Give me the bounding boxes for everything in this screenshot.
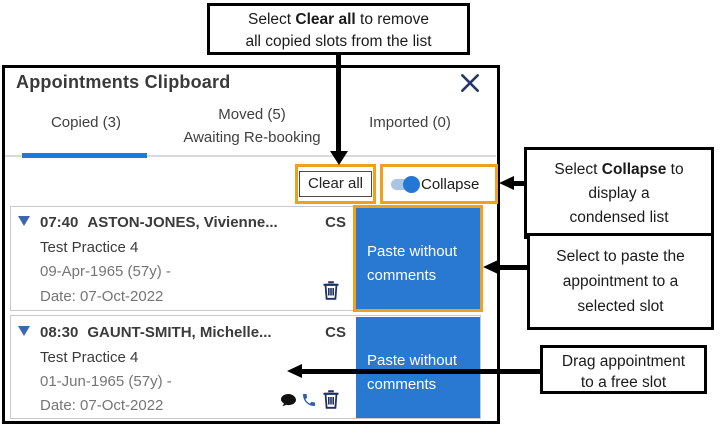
clear-all-highlight-box: Clear all xyxy=(295,164,376,204)
callout-paste-line2: appointment to a xyxy=(562,273,679,290)
tab-copied[interactable]: Copied (3) xyxy=(50,114,122,131)
panel-title: Appointments Clipboard xyxy=(16,72,231,92)
tab-moved-label-line1: Moved (5) xyxy=(218,106,286,123)
callout-collapse: Select Collapse to display a condensed l… xyxy=(524,147,714,239)
appointment-1-tag: CS xyxy=(325,214,346,231)
appointment-2-practice: Test Practice 4 xyxy=(40,349,139,366)
appointment-1-header: 07:40 ASTON-JONES, Vivienne... CS xyxy=(40,214,346,231)
callout-paste-line3: selected slot xyxy=(577,298,664,315)
trash-icon[interactable] xyxy=(322,390,340,414)
callout-drag-line1: Drag appointment xyxy=(561,353,686,370)
arrowhead-left-icon xyxy=(483,260,498,274)
appointment-1-dob: 09-Apr-1965 (57y) - xyxy=(40,263,171,280)
arrowhead-left-icon xyxy=(499,176,514,190)
appointment-1-patient: ASTON-JONES, Vivienne... xyxy=(87,214,278,231)
callout-clear-all-line2: all copied slots from the list xyxy=(245,33,432,50)
appointment-2-header: 08:30 GAUNT-SMITH, Michelle... CS xyxy=(40,324,346,341)
paste-without-comments-button-1[interactable]: Paste without comments xyxy=(356,208,480,309)
toggle-knob-icon xyxy=(403,175,420,193)
arrow-to-paste-button xyxy=(498,265,527,270)
callout-collapse-line1: Select Collapse to xyxy=(554,161,684,178)
collapse-highlight-box: Collapse xyxy=(380,164,498,204)
chat-comment-icon xyxy=(280,393,297,414)
callout-paste-line1: Select to paste the xyxy=(556,248,685,265)
arrow-to-clear-all xyxy=(336,55,341,151)
appointment-2-dob: 01-Jun-1965 (57y) - xyxy=(40,373,172,390)
active-tab-underline xyxy=(22,153,147,158)
close-icon[interactable] xyxy=(459,72,483,96)
paste-button-line1: Paste without xyxy=(367,352,458,369)
appointment-2-date: Date: 07-Oct-2022 xyxy=(40,397,164,414)
callout-drag-line2: to a free slot xyxy=(580,374,667,391)
tab-divider xyxy=(5,155,496,157)
appointment-2-tag: CS xyxy=(325,324,346,341)
paste-button-line2: comments xyxy=(367,267,437,284)
paste-button-line2: comments xyxy=(367,376,437,393)
expand-triangle-icon[interactable] xyxy=(18,326,30,336)
appointment-1-date: Date: 07-Oct-2022 xyxy=(40,288,164,305)
paste-button-highlight-box: Paste without comments xyxy=(353,205,483,312)
callout-paste: Select to paste the appointment to a sel… xyxy=(527,233,714,330)
collapse-toggle[interactable] xyxy=(391,175,420,193)
arrowhead-down-icon xyxy=(330,151,348,165)
phone-icon xyxy=(301,392,317,413)
arrowhead-left-icon xyxy=(287,364,302,378)
tab-moved-awaiting-rebooking[interactable]: Moved (5) Awaiting Re-booking xyxy=(168,103,336,149)
arrow-to-appointment-row xyxy=(301,369,541,374)
callout-clear-all-line1: Select Clear all to remove xyxy=(248,11,429,28)
trash-icon[interactable] xyxy=(322,281,340,305)
callout-drag: Drag appointment to a free slot xyxy=(540,345,707,394)
paste-button-line1: Paste without xyxy=(367,243,458,260)
expand-triangle-icon[interactable] xyxy=(18,216,30,226)
appointment-1-time: 07:40 xyxy=(40,214,79,231)
paste-without-comments-button-2[interactable]: Paste without comments xyxy=(356,317,480,418)
appointment-2-time: 08:30 xyxy=(40,324,79,341)
callout-collapse-line3: condensed list xyxy=(569,209,669,226)
arrow-to-collapse xyxy=(513,181,525,186)
clear-all-button[interactable]: Clear all xyxy=(298,171,373,197)
collapse-label: Collapse xyxy=(421,175,480,193)
callout-collapse-line2: display a xyxy=(588,185,650,202)
appointment-2-patient: GAUNT-SMITH, Michelle... xyxy=(87,324,272,341)
tab-imported[interactable]: Imported (0) xyxy=(369,114,451,131)
tab-moved-label-line2: Awaiting Re-booking xyxy=(183,129,321,146)
appointment-1-practice: Test Practice 4 xyxy=(40,239,139,256)
callout-clear-all: Select Clear all to remove all copied sl… xyxy=(207,3,470,55)
